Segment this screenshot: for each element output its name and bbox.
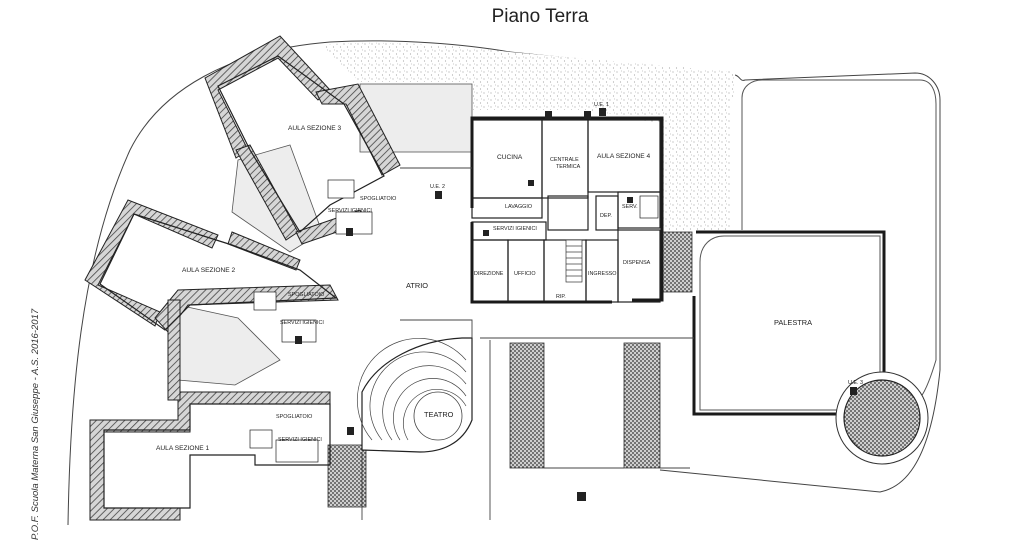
court-outline bbox=[741, 79, 937, 399]
paving-north bbox=[661, 231, 693, 293]
garden-area-north bbox=[320, 42, 510, 110]
label-rip: RIP. bbox=[556, 294, 566, 300]
exit-markers bbox=[295, 108, 857, 501]
label-ue-3: U.E. 3 bbox=[848, 380, 863, 386]
bathroom-fixtures bbox=[249, 179, 659, 463]
label-atrio: ATRIO bbox=[406, 281, 428, 290]
site-boundary bbox=[67, 40, 941, 526]
label-aula-1: AULA SEZIONE 1 bbox=[156, 445, 209, 452]
paving-south-2 bbox=[509, 342, 545, 469]
garden-area bbox=[510, 52, 735, 230]
label-servizi-igienici-center: SERVIZI IGIENICI bbox=[493, 226, 537, 232]
courtyard-southwest bbox=[177, 304, 281, 386]
teatro bbox=[356, 337, 473, 453]
label-palestra: PALESTRA bbox=[774, 318, 812, 327]
plan-title: Piano Terra bbox=[491, 6, 589, 27]
corridor-lines bbox=[361, 167, 694, 520]
staircase bbox=[565, 239, 583, 283]
label-aula-2: AULA SEZIONE 2 bbox=[182, 267, 235, 274]
label-ue-2: U.E. 2 bbox=[430, 184, 445, 190]
label-ue-1: U.E. 1 bbox=[594, 102, 609, 108]
label-direzione: DIREZIONE bbox=[474, 271, 504, 277]
label-spogliatoio-1: SPOGLIATOIO bbox=[276, 414, 312, 420]
label-servizi-3: SERVIZI IGIENICI bbox=[328, 208, 372, 214]
label-serv: SERV. bbox=[622, 204, 638, 210]
label-cucina: CUCINA bbox=[497, 154, 523, 161]
label-aula-3: AULA SEZIONE 3 bbox=[288, 125, 341, 132]
round-area bbox=[843, 379, 921, 457]
paving-south-1 bbox=[327, 444, 367, 508]
label-aula-4: AULA SEZIONE 4 bbox=[597, 153, 650, 160]
label-servizi-1: SERVIZI IGIENICI bbox=[278, 437, 322, 443]
aula-1-walls bbox=[89, 299, 331, 521]
label-dispensa: DISPENSA bbox=[623, 260, 651, 266]
label-ufficio: UFFICIO bbox=[514, 271, 536, 277]
label-spogliatoio-3: SPOGLIATOIO bbox=[360, 196, 396, 202]
label-spogliatoio-2: SPOGLIATOIO bbox=[288, 292, 324, 298]
paving-south-3 bbox=[623, 342, 661, 469]
label-termica: TERMICA bbox=[556, 164, 581, 170]
label-centrale: CENTRALE bbox=[550, 157, 579, 163]
label-servizi-2: SERVIZI IGIENICI bbox=[280, 320, 324, 326]
label-teatro: TEATRO bbox=[424, 410, 454, 419]
label-ingresso: INGRESSO bbox=[588, 271, 616, 277]
label-lavaggio: LAVAGGIO bbox=[505, 204, 532, 210]
palestra-floor bbox=[699, 235, 881, 411]
label-dep: DEP. bbox=[600, 213, 612, 219]
